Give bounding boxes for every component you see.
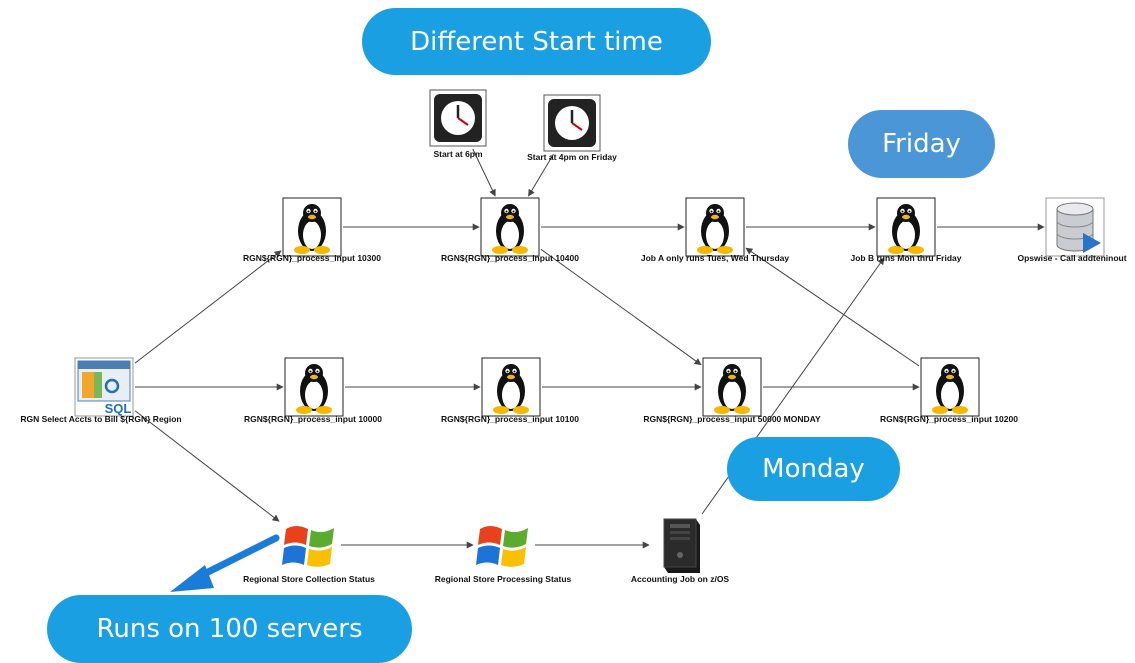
linux-penguin-icon — [685, 197, 745, 257]
linux-node-10000-label: RGN${RGN}_process_input 10000 — [244, 414, 382, 424]
windows-node-processing-label: Regional Store Processing Status — [434, 574, 572, 584]
sql-node-select-accts-label: RGN Select Accts to Bill ${RGN} Region — [20, 414, 182, 424]
sql-node-select-accts[interactable]: SQL — [74, 357, 134, 417]
timer-node-start-4pm-friday[interactable] — [542, 93, 602, 153]
linux-node-10400-label: RGN${RGN}_process_input 10400 — [441, 253, 579, 263]
linux-node-10000[interactable] — [284, 357, 344, 417]
linux-penguin-icon — [480, 197, 540, 257]
linux-node-10300[interactable] — [282, 197, 342, 257]
linux-node-job-b[interactable] — [876, 197, 936, 257]
callout-friday: Friday — [848, 110, 995, 178]
linux-node-10300-label: RGN${RGN}_process_input 10300 — [243, 253, 381, 263]
linux-node-job-b-label: Job B runs Mon thru Friday — [850, 253, 962, 263]
windows-node-processing[interactable] — [474, 515, 534, 575]
linux-node-50000-monday[interactable] — [702, 357, 762, 417]
linux-node-job-a-label: Job A only runs Tues, Wed Thursday — [640, 253, 790, 263]
linux-penguin-icon — [876, 197, 936, 257]
windows-logo-icon — [476, 526, 528, 567]
linux-penguin-icon — [284, 357, 344, 417]
linux-node-50000-monday-label: RGN${RGN}_process_input 50000 MONDAY — [643, 414, 821, 424]
edge-timer1-to-p10400 — [472, 148, 496, 197]
server-node-accounting-label: Accounting Job on z/OS — [630, 574, 730, 584]
callout-monday: Monday — [727, 437, 900, 501]
edge-p10400-to-p50000 — [540, 248, 702, 366]
database-icon — [1045, 197, 1105, 257]
linux-node-10100-label: RGN${RGN}_process_input 10100 — [441, 414, 579, 424]
linux-node-10200-label: RGN${RGN}_process_input 10200 — [880, 414, 1018, 424]
edge-sql-to-collect — [134, 410, 280, 522]
edges-layer — [134, 148, 1045, 549]
timer-node-start-4pm-friday-label: Start at 4pm on Friday — [527, 152, 617, 162]
edge-p10200-to-jobA — [745, 247, 920, 367]
server-tower-icon — [663, 518, 700, 573]
sql-icon: SQL — [74, 357, 134, 417]
server-node-accounting[interactable] — [650, 515, 710, 575]
windows-node-collection-label: Regional Store Collection Status — [243, 574, 375, 584]
linux-penguin-icon — [481, 357, 541, 417]
clock-icon — [429, 89, 487, 147]
database-node-opswise[interactable] — [1045, 197, 1105, 257]
linux-penguin-icon — [282, 197, 342, 257]
linux-penguin-icon — [920, 357, 980, 417]
windows-node-collection[interactable] — [280, 515, 340, 575]
linux-node-10200[interactable] — [920, 357, 980, 417]
edge-sql-to-p10300 — [134, 250, 282, 364]
windows-logo-icon — [282, 526, 334, 567]
big-arrow — [170, 534, 280, 592]
linux-node-job-a[interactable] — [685, 197, 745, 257]
timer-node-start-6pm-label: Start at 6pm — [433, 149, 483, 159]
timer-node-start-6pm[interactable] — [428, 88, 488, 148]
svg-text:SQL: SQL — [105, 401, 132, 416]
callout-different-start-time: Different Start time — [362, 8, 711, 75]
linux-node-10400[interactable] — [480, 197, 540, 257]
database-node-opswise-label: Opswise - Call addteninout — [1017, 253, 1127, 263]
callout-runs-on-100-servers: Runs on 100 servers — [47, 595, 412, 663]
edge-timer2-to-p10400 — [528, 153, 554, 197]
linux-node-10100[interactable] — [481, 357, 541, 417]
linux-penguin-icon — [702, 357, 762, 417]
clock-icon — [543, 94, 601, 152]
